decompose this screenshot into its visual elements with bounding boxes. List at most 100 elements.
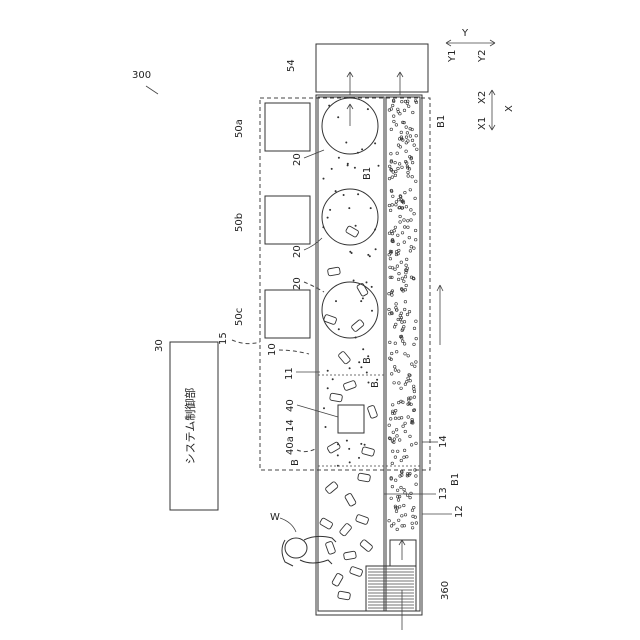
granule-dot	[367, 108, 369, 110]
granule-dot	[396, 450, 399, 453]
granule-dot	[389, 418, 392, 421]
granule-dot	[415, 134, 418, 137]
granule-dot	[414, 365, 417, 368]
granule-dot	[395, 170, 398, 173]
camera-label: 40	[285, 399, 296, 412]
worker-body	[282, 540, 293, 566]
granule-dot	[393, 120, 396, 123]
granule-dot	[396, 265, 399, 268]
granule-dot	[410, 219, 413, 222]
bottle-shape	[339, 523, 352, 537]
granule-dot	[404, 300, 407, 303]
granule-dot	[395, 303, 398, 306]
granule-dot	[395, 204, 398, 207]
granule-dot	[405, 136, 408, 139]
granule-dot	[411, 363, 414, 366]
granule-dot	[362, 297, 364, 299]
granule-dot	[394, 174, 397, 177]
granule-dot	[388, 165, 391, 168]
granule-dot	[404, 514, 407, 517]
granule-dot	[410, 245, 413, 248]
granule-dot	[392, 431, 395, 434]
granule-dot	[392, 171, 395, 174]
granule-dot	[337, 454, 339, 456]
granule-dot	[398, 382, 401, 385]
granule-dot	[395, 250, 398, 253]
granule-dot	[396, 152, 399, 155]
granule-dot	[347, 164, 349, 166]
feeder	[366, 540, 416, 611]
granule-dot	[393, 326, 396, 329]
granule-dot	[390, 373, 393, 376]
granule-dot	[407, 140, 410, 143]
granule-dot	[415, 475, 418, 478]
granule-dot	[360, 443, 362, 445]
granule-dot	[413, 506, 416, 509]
granule-dot	[403, 488, 406, 491]
granule-dot	[398, 163, 401, 166]
granule-dot	[410, 209, 413, 212]
controller-a	[265, 103, 310, 151]
granule-dot	[394, 417, 397, 420]
granule-dot	[401, 277, 404, 280]
granule-dot	[374, 142, 376, 144]
granule-dot	[403, 449, 406, 452]
granule-dot	[407, 105, 410, 108]
granule-dot	[407, 416, 410, 419]
camera-field-label: 40a	[285, 436, 296, 455]
granule-dot	[414, 229, 417, 232]
transfer-section-label: 13	[438, 487, 449, 500]
granule-dot	[404, 191, 407, 194]
return-conveyor-label: 12	[454, 505, 465, 518]
granule-dot	[389, 209, 392, 212]
granule-dot	[388, 519, 391, 522]
granule-dot	[366, 281, 368, 283]
granule-dot	[367, 254, 369, 256]
granule-dot	[393, 365, 396, 368]
bottle-shape	[338, 591, 351, 600]
granule-dot	[368, 382, 370, 384]
granule-dot	[388, 177, 391, 180]
granule-dot	[406, 165, 409, 168]
granule-dot	[404, 275, 407, 278]
granule-dot	[357, 193, 359, 195]
granule-dot	[415, 483, 418, 486]
main-conveyor-belt	[318, 97, 384, 611]
granule-dot	[394, 369, 397, 372]
granule-dot	[415, 522, 418, 525]
granule-dot	[395, 124, 398, 127]
granule-dot	[394, 161, 397, 164]
granule-dot	[405, 264, 408, 267]
controller-a-label: 50a	[234, 119, 245, 138]
granule-dot	[407, 171, 410, 174]
bottle-shape	[325, 481, 339, 494]
granule-dot	[413, 390, 416, 393]
feeder-body	[366, 566, 416, 611]
granule-dot	[411, 175, 414, 178]
granule-dot	[364, 444, 366, 446]
granule-dot	[397, 198, 400, 201]
belt-section-label: 11	[284, 367, 295, 380]
granule-dot	[397, 167, 400, 170]
figure-number-label: 300	[132, 70, 151, 81]
frame-left-label: 14	[285, 419, 296, 432]
granule-dot	[407, 220, 410, 223]
granule-dot	[405, 258, 408, 261]
granule-dot	[409, 379, 412, 382]
granule-dot	[360, 300, 362, 302]
granule-dot	[391, 104, 394, 107]
granule-dot	[400, 486, 403, 489]
granule-dot	[394, 409, 397, 412]
granule-dot	[400, 131, 403, 134]
granule-dot	[361, 148, 363, 150]
granule-dot	[388, 204, 391, 207]
granule-dot	[375, 248, 377, 250]
granule-dot	[405, 150, 408, 153]
granule-dot	[403, 241, 406, 244]
main-conveyor-label: 10	[267, 343, 278, 356]
granule-dot	[390, 152, 393, 155]
granule-dot	[354, 167, 356, 169]
granule-dot	[338, 157, 340, 159]
granule-dot	[401, 166, 404, 169]
granule-dot	[394, 505, 397, 508]
